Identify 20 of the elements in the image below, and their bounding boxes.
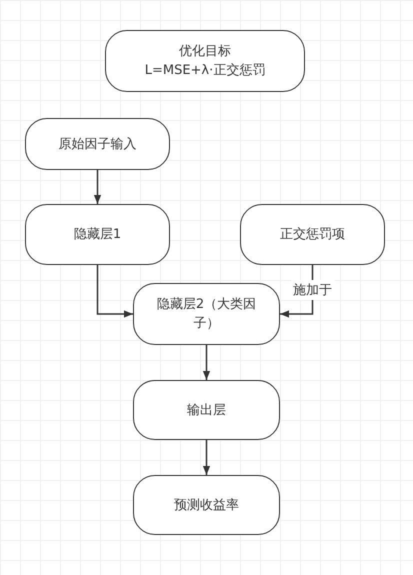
node-text: 预测收益率	[174, 496, 239, 514]
node-text: 优化目标	[179, 43, 231, 61]
arrow	[202, 345, 210, 380]
process-box	[105, 30, 305, 92]
node-text: 输出层	[187, 402, 226, 420]
process-box	[25, 118, 170, 170]
node-text: 隐藏层2（大类因子）	[156, 296, 258, 333]
arrow	[96, 265, 133, 318]
process-box	[133, 475, 280, 535]
node-text: 正交惩罚项	[280, 226, 345, 244]
process-box	[133, 380, 280, 440]
arrow	[202, 440, 210, 475]
process-box	[133, 283, 280, 345]
process-box	[25, 204, 170, 265]
node-text: 隐藏层1	[74, 226, 122, 244]
arrow	[94, 170, 102, 204]
node-text: 原始因子输入	[58, 136, 136, 154]
node-text: L=MSE+λ·正交惩罚	[144, 62, 266, 80]
edge-label: 施加于	[291, 280, 334, 300]
process-box	[240, 204, 385, 265]
